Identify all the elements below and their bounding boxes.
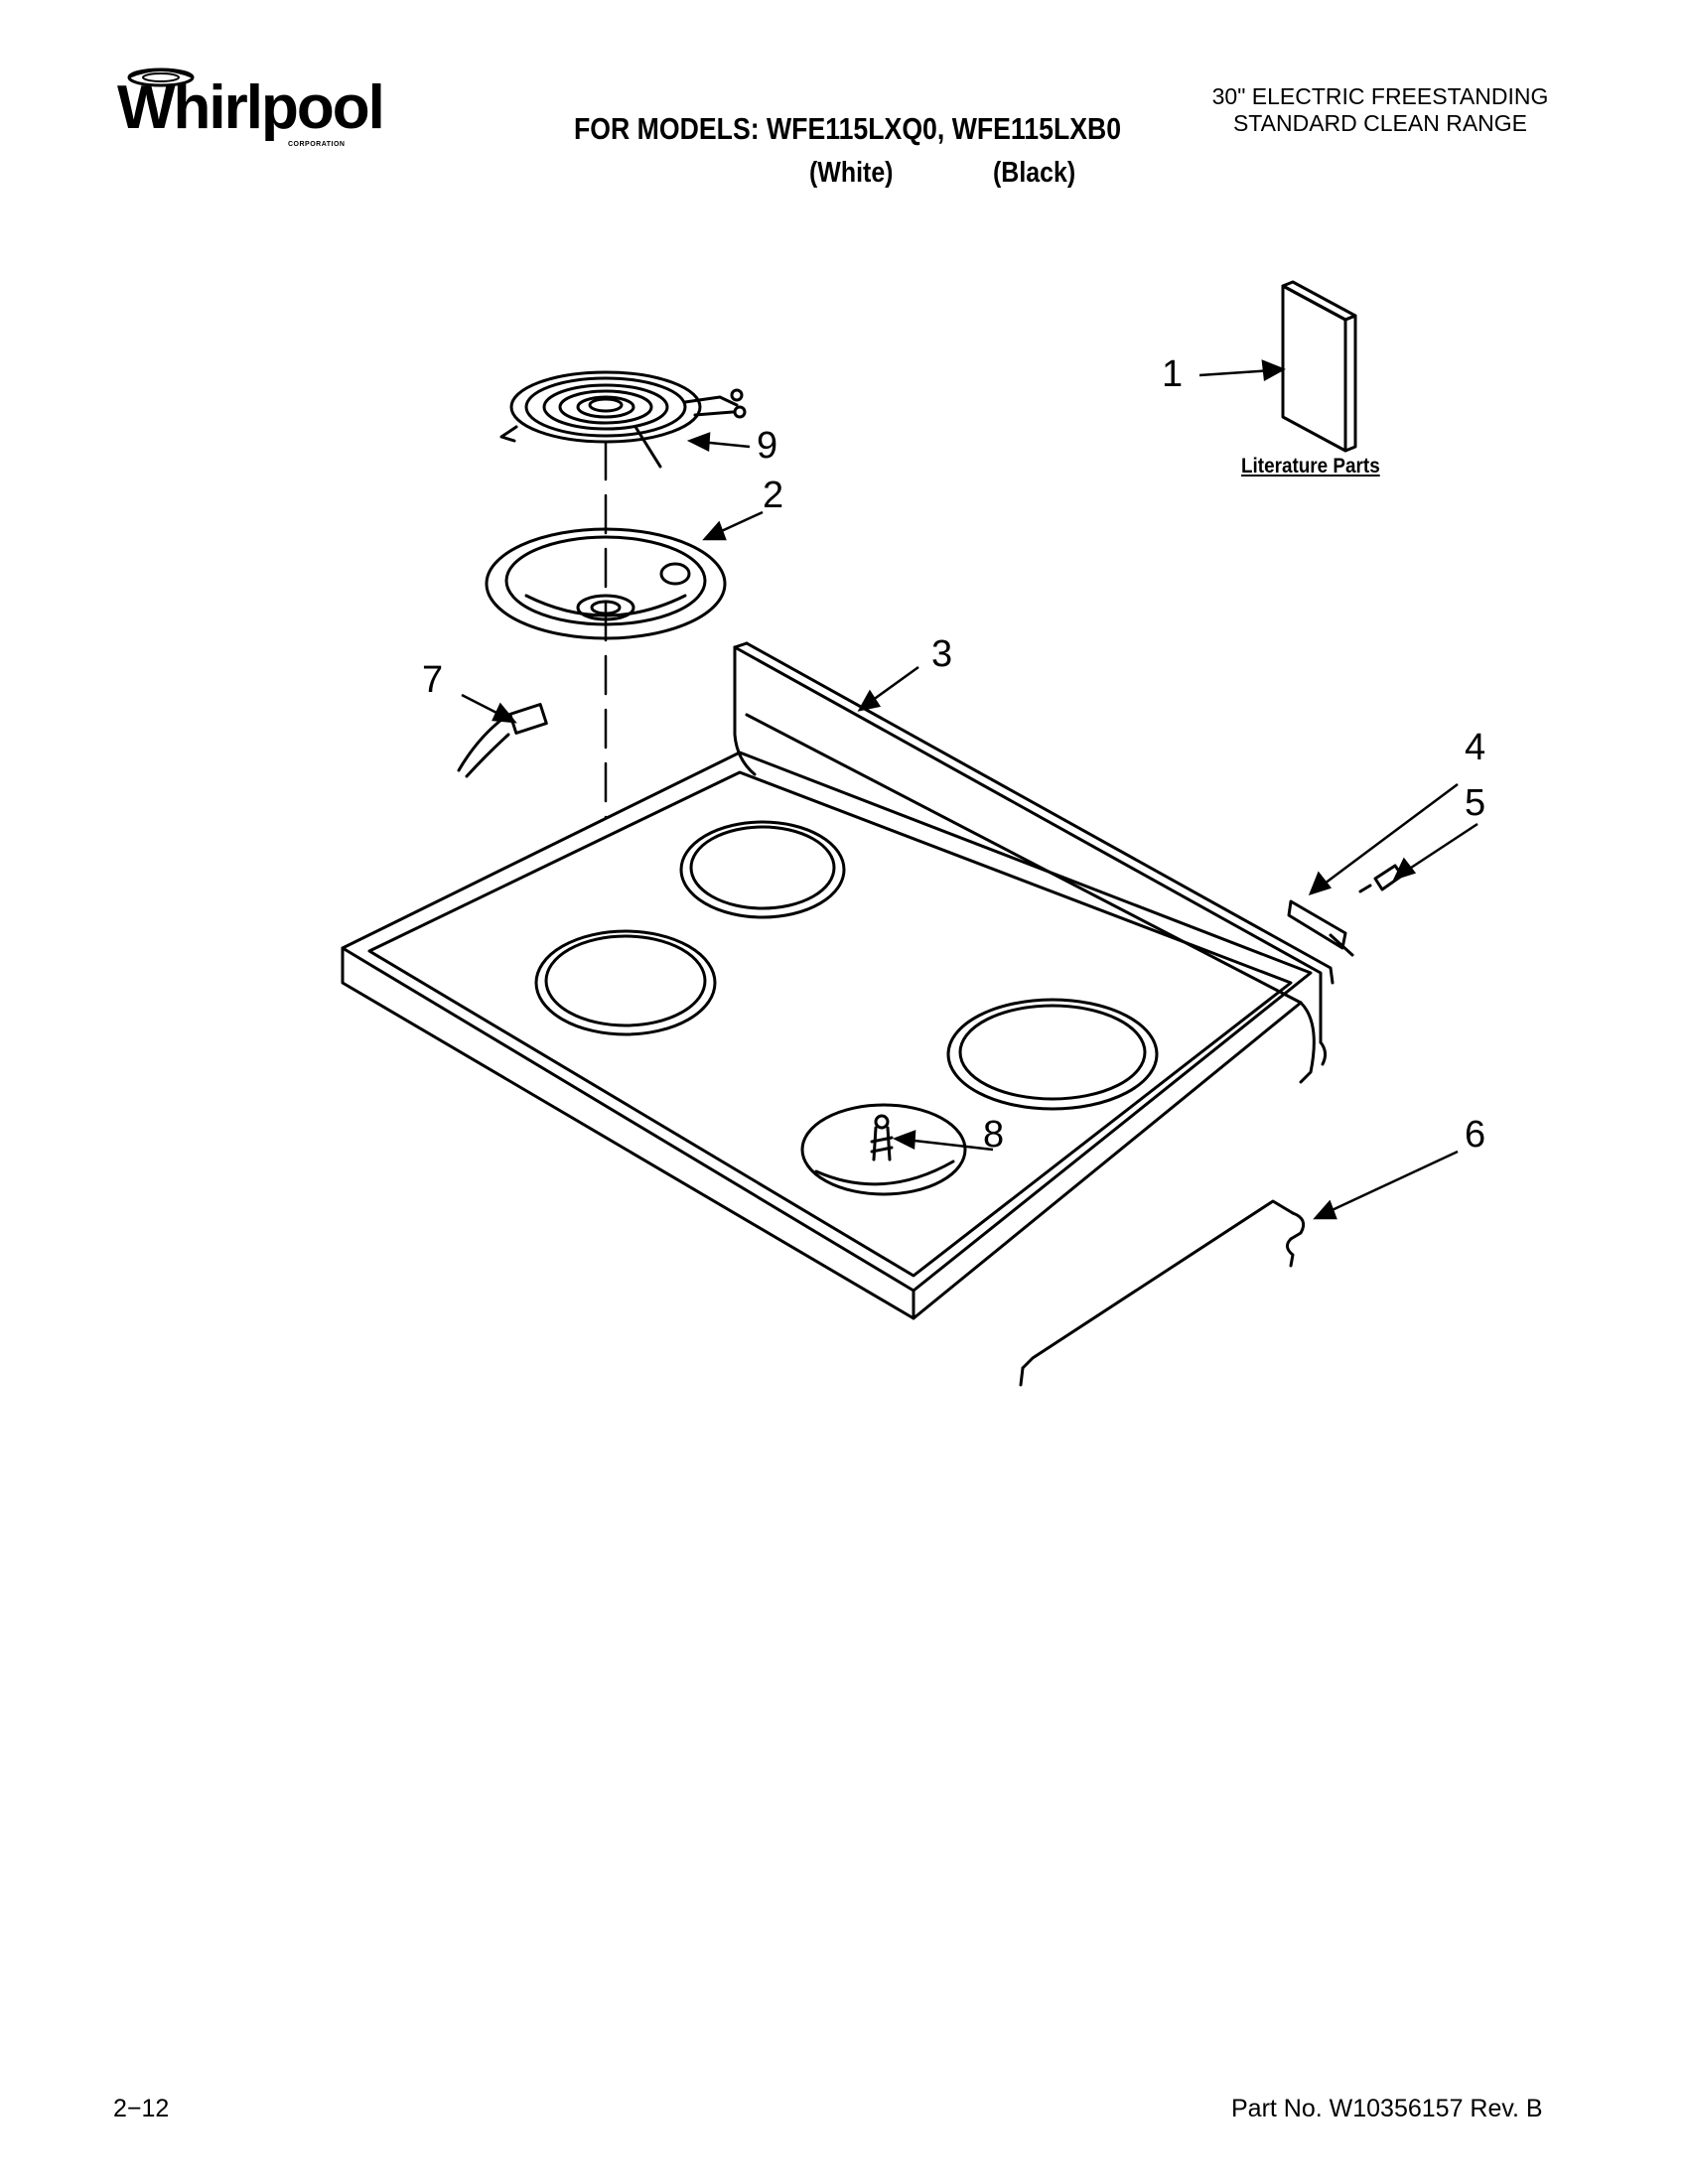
rear-rod-part: [1019, 1199, 1306, 1387]
bracket-screw-part: [1287, 864, 1404, 957]
variant-white: (White): [809, 157, 894, 189]
callout-8: 8: [983, 1114, 1005, 1156]
screw-part-8: [870, 1114, 894, 1161]
callout-4: 4: [1465, 727, 1486, 768]
range-title: 30" ELECTRIC FREESTANDING STANDARD CLEAN…: [1172, 83, 1589, 137]
callout-6: 6: [1465, 1114, 1486, 1156]
callout-3: 3: [931, 633, 953, 675]
models-line: FOR MODELS: WFE115LXQ0, WFE115LXB0: [574, 111, 1122, 146]
whirlpool-logo: [109, 60, 377, 159]
page-number: 2−12: [113, 2095, 170, 2122]
variant-black: (Black): [993, 157, 1076, 189]
cooktop-part: [341, 641, 1335, 1320]
callout-5: 5: [1465, 782, 1486, 824]
callout-2: 2: [763, 475, 784, 516]
callout-9: 9: [757, 425, 778, 467]
literature-booklet-part: [1281, 280, 1357, 453]
brand-name: Whirlpool: [117, 73, 385, 142]
part-number: Part No. W10356157 Rev. B: [1231, 2095, 1543, 2122]
callout-1: 1: [1162, 353, 1184, 395]
surface-element-part: [499, 370, 747, 469]
wire-connector-part: [457, 703, 548, 778]
callout-7: 7: [422, 659, 444, 701]
logo-swirl-icon: [127, 68, 195, 87]
title-line-1: 30" ELECTRIC FREESTANDING: [1211, 83, 1549, 109]
title-line-2: STANDARD CLEAN RANGE: [1232, 110, 1528, 136]
literature-parts-label: Literature Parts: [1241, 455, 1380, 478]
brand-subtitle: CORPORATION: [288, 141, 346, 148]
